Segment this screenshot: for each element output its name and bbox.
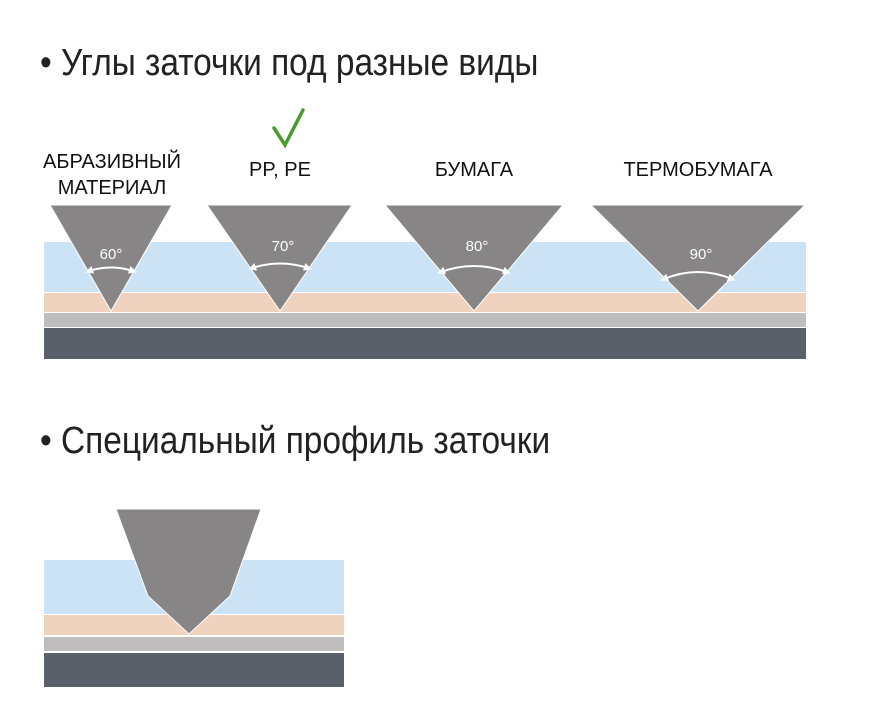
blade-paper: 80° БУМАГА (383, 159, 565, 312)
angle-label: 70° (272, 238, 295, 255)
layer-liner (44, 637, 344, 651)
blade-90 (589, 204, 807, 312)
angle-arc-icon (437, 265, 511, 275)
blade-label: БУМАГА (435, 159, 514, 181)
special-profile-blade (115, 508, 262, 635)
blade-label-line2: МАТЕРИАЛ (58, 177, 167, 199)
blade-70 (206, 204, 353, 312)
blade-label: АБРАЗИВНЫЙ (43, 149, 181, 173)
angle-label: 60° (100, 246, 123, 263)
angle-arc-icon (248, 262, 312, 271)
bullet: • (40, 420, 52, 462)
blade-label: PP, PE (249, 159, 311, 181)
section-title-special-profile: • Специальный профиль заточки (40, 420, 550, 463)
title-text: Углы заточки под разные виды (61, 42, 539, 84)
bullet: • (40, 42, 52, 84)
blade-abrasive: 60° АБРАЗИВНЫЙ МАТЕРИАЛ (43, 149, 181, 313)
section-title-sharpening-angles: • Углы заточки под разные виды (40, 42, 538, 85)
angle-label: 90° (690, 246, 713, 263)
layer-base (44, 653, 344, 687)
blade-thermal-paper: 90° ТЕРМОБУМАГА (589, 159, 807, 312)
blade-80 (383, 204, 565, 312)
blade-label: ТЕРМОБУМАГА (623, 159, 773, 181)
layer-adhesive (44, 293, 806, 312)
layer-liner (44, 313, 806, 327)
blade-60 (49, 204, 173, 313)
angle-arc-icon (85, 265, 137, 274)
checkmark-icon (272, 108, 305, 149)
blade-pp-pe: 70° PP, PE (206, 108, 353, 312)
angle-label: 80° (466, 238, 489, 255)
title-text: Специальный профиль заточки (61, 420, 551, 462)
layer-base (44, 328, 806, 359)
angle-arc-icon (660, 271, 736, 282)
